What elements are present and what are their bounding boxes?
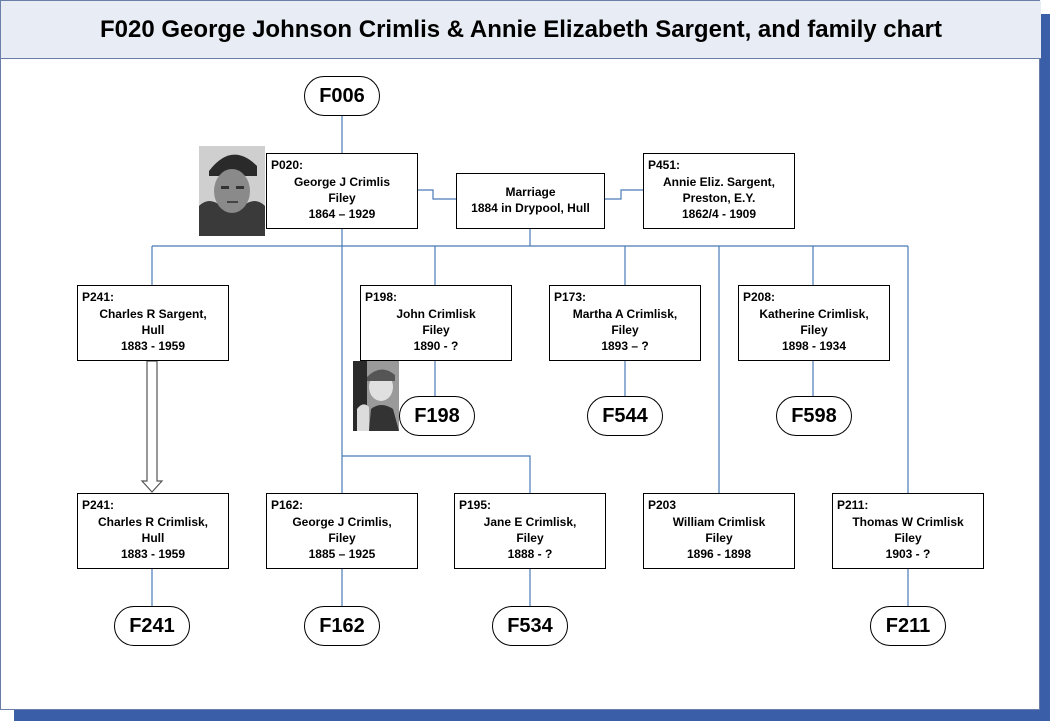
person-george-j-crimlis-jr[interactable]: P162: George J Crimlis, Filey 1885 – 192… (266, 493, 418, 569)
person-william-crimlisk[interactable]: P203 William Crimlisk Filey 1896 - 1898 (643, 493, 795, 569)
george-photo (199, 146, 265, 236)
page-title: F020 George Johnson Crimlis & Annie Eliz… (100, 15, 942, 43)
person-martha-crimlisk[interactable]: P173: Martha A Crimlisk, Filey 1893 – ? (549, 285, 701, 361)
person-annie-sargent[interactable]: P451: Annie Eliz. Sargent, Preston, E.Y.… (643, 153, 795, 229)
person-jane-crimlisk[interactable]: P195: Jane E Crimlisk, Filey 1888 - ? (454, 493, 606, 569)
name-change-arrow (140, 360, 164, 493)
family-f534[interactable]: F534 (492, 606, 568, 646)
john-photo (353, 361, 399, 431)
family-f162[interactable]: F162 (304, 606, 380, 646)
person-john-crimlisk[interactable]: P198: John Crimlisk Filey 1890 - ? (360, 285, 512, 361)
person-charles-crimlisk[interactable]: P241: Charles R Crimlisk, Hull 1883 - 19… (77, 493, 229, 569)
person-katherine-crimlisk[interactable]: P208: Katherine Crimlisk, Filey 1898 - 1… (738, 285, 890, 361)
person-thomas-crimlisk[interactable]: P211: Thomas W Crimlisk Filey 1903 - ? (832, 493, 984, 569)
family-f006[interactable]: F006 (304, 76, 380, 116)
family-f211[interactable]: F211 (870, 606, 946, 646)
marriage-box[interactable]: Marriage 1884 in Drypool, Hull (456, 173, 605, 229)
family-f198[interactable]: F198 (399, 396, 475, 436)
person-george-j-crimlis[interactable]: P020: George J Crimlis Filey 1864 – 1929 (266, 153, 418, 229)
person-charles-sargent[interactable]: P241: Charles R Sargent, Hull 1883 - 195… (77, 285, 229, 361)
family-f598[interactable]: F598 (776, 396, 852, 436)
connector-lines (140, 114, 909, 606)
family-f241[interactable]: F241 (114, 606, 190, 646)
chart-frame: F020 George Johnson Crimlis & Annie Eliz… (0, 0, 1041, 710)
family-f544[interactable]: F544 (587, 396, 663, 436)
title-bar: F020 George Johnson Crimlis & Annie Eliz… (1, 1, 1041, 59)
